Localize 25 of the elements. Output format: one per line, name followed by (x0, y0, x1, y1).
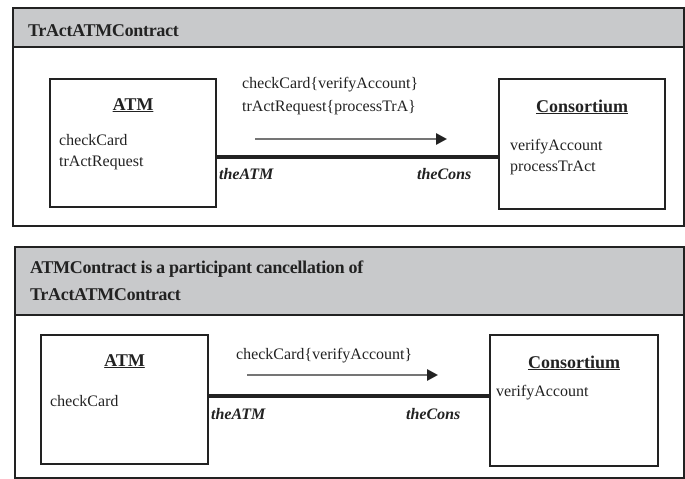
class-name: ATM (112, 94, 154, 115)
package-frame (12, 7, 685, 227)
role-name: theCons (417, 165, 472, 185)
operation-list: verifyAccount (496, 381, 588, 402)
message-label: checkCard{verifyAccount} (242, 74, 418, 94)
package-frame (14, 246, 685, 479)
association-line (209, 394, 489, 398)
class-box (40, 334, 209, 465)
frame-title: ATMContract is a participant cancellation of TrActATMContract (30, 256, 364, 306)
message-label: trActRequest{processTrA} (242, 97, 416, 117)
message-label: checkCard{verifyAccount} (236, 345, 412, 365)
operation-list: verifyAccount processTrAct (510, 135, 602, 177)
class-box (49, 78, 217, 208)
class-name: Consortium (526, 352, 621, 373)
class-name: ATM (103, 350, 146, 371)
frame-title: TrActATMContract (28, 19, 178, 42)
class-name: Consortium (534, 96, 629, 117)
class-box (498, 78, 666, 210)
role-name: theCons (406, 405, 460, 425)
association-line (217, 155, 498, 159)
operation-list: checkCard (50, 391, 118, 412)
role-name: theATM (211, 405, 266, 425)
operation-list: checkCard trActRequest (59, 130, 144, 172)
class-box (489, 334, 659, 467)
role-name: theATM (219, 165, 274, 185)
